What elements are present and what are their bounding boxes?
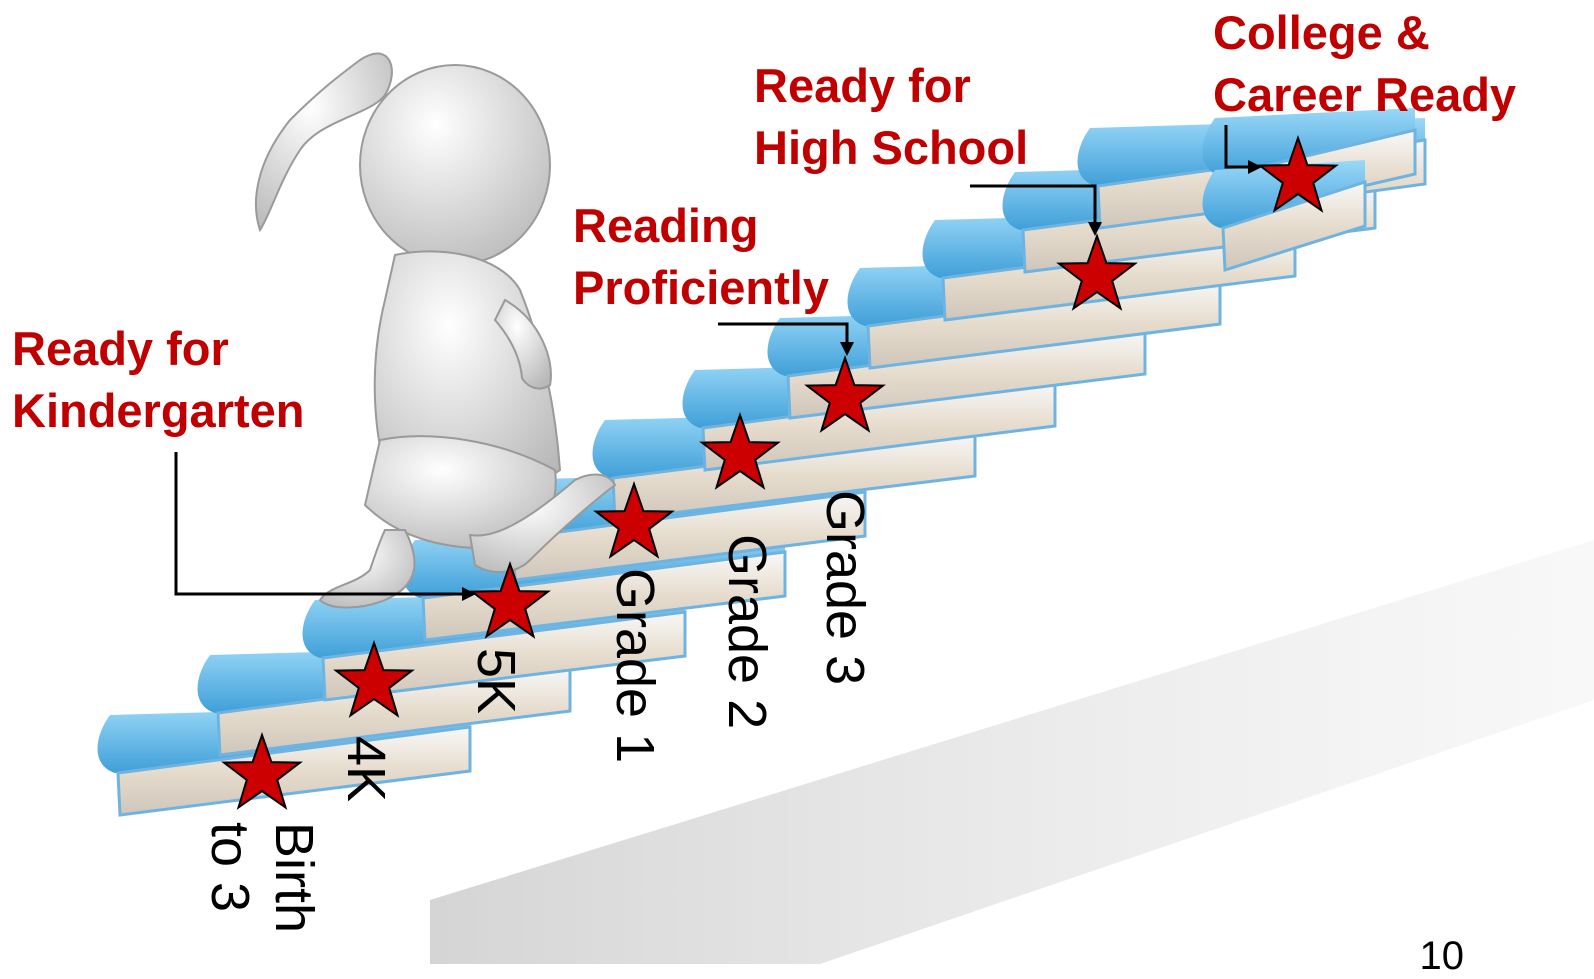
star-grade-1 (593, 480, 675, 559)
star-4k (333, 639, 415, 718)
reading-arrow (718, 322, 849, 346)
book-steps (97, 108, 1427, 817)
reading-line-2: Proficiently (573, 261, 829, 314)
callout-arrows (174, 125, 1250, 596)
stage-grade-3: Grade 3 (815, 490, 875, 686)
stage-birth-to-3: Birth to 3 (198, 822, 326, 933)
reading-label: Reading Proficiently (573, 195, 829, 319)
stage-5k: 5K (466, 648, 526, 715)
callout-arrowheads (462, 160, 1262, 601)
reading-line-1: Reading (573, 199, 759, 252)
stage-birth-line-2: to 3 (200, 822, 260, 913)
star-5k (469, 560, 551, 639)
high-school-line-2: High School (754, 121, 1029, 174)
star-grade-2 (699, 411, 781, 490)
milestone-stars (221, 134, 1339, 810)
star-college (1257, 134, 1339, 213)
kindergarten-label: Ready for Kindergarten (12, 318, 305, 442)
kindergarten-line-2: Kindergarten (12, 384, 305, 437)
kindergarten-line-1: Ready for (12, 322, 229, 375)
stage-birth-line-1: Birth (264, 822, 324, 934)
star-high-school (1056, 232, 1138, 311)
college-line-1: College & (1213, 6, 1430, 59)
stage-grade-1: Grade 1 (605, 568, 665, 764)
high-school-arrow (970, 184, 1097, 225)
kindergarten-arrow (174, 452, 466, 596)
college-career-label: College & Career Ready (1213, 2, 1516, 126)
stage-4k: 4K (336, 736, 396, 803)
high-school-label: Ready for High School (754, 55, 1028, 179)
page-number: 10 (1419, 934, 1465, 978)
girl-figure (254, 52, 617, 609)
star-grade-3 (804, 354, 886, 433)
stage-grade-2: Grade 2 (717, 534, 777, 730)
college-line-2: Career Ready (1213, 68, 1517, 121)
star-birth (221, 731, 303, 810)
high-school-line-1: Ready for (754, 59, 971, 112)
college-arrow (1224, 125, 1250, 169)
stair-shadow (430, 540, 1594, 964)
